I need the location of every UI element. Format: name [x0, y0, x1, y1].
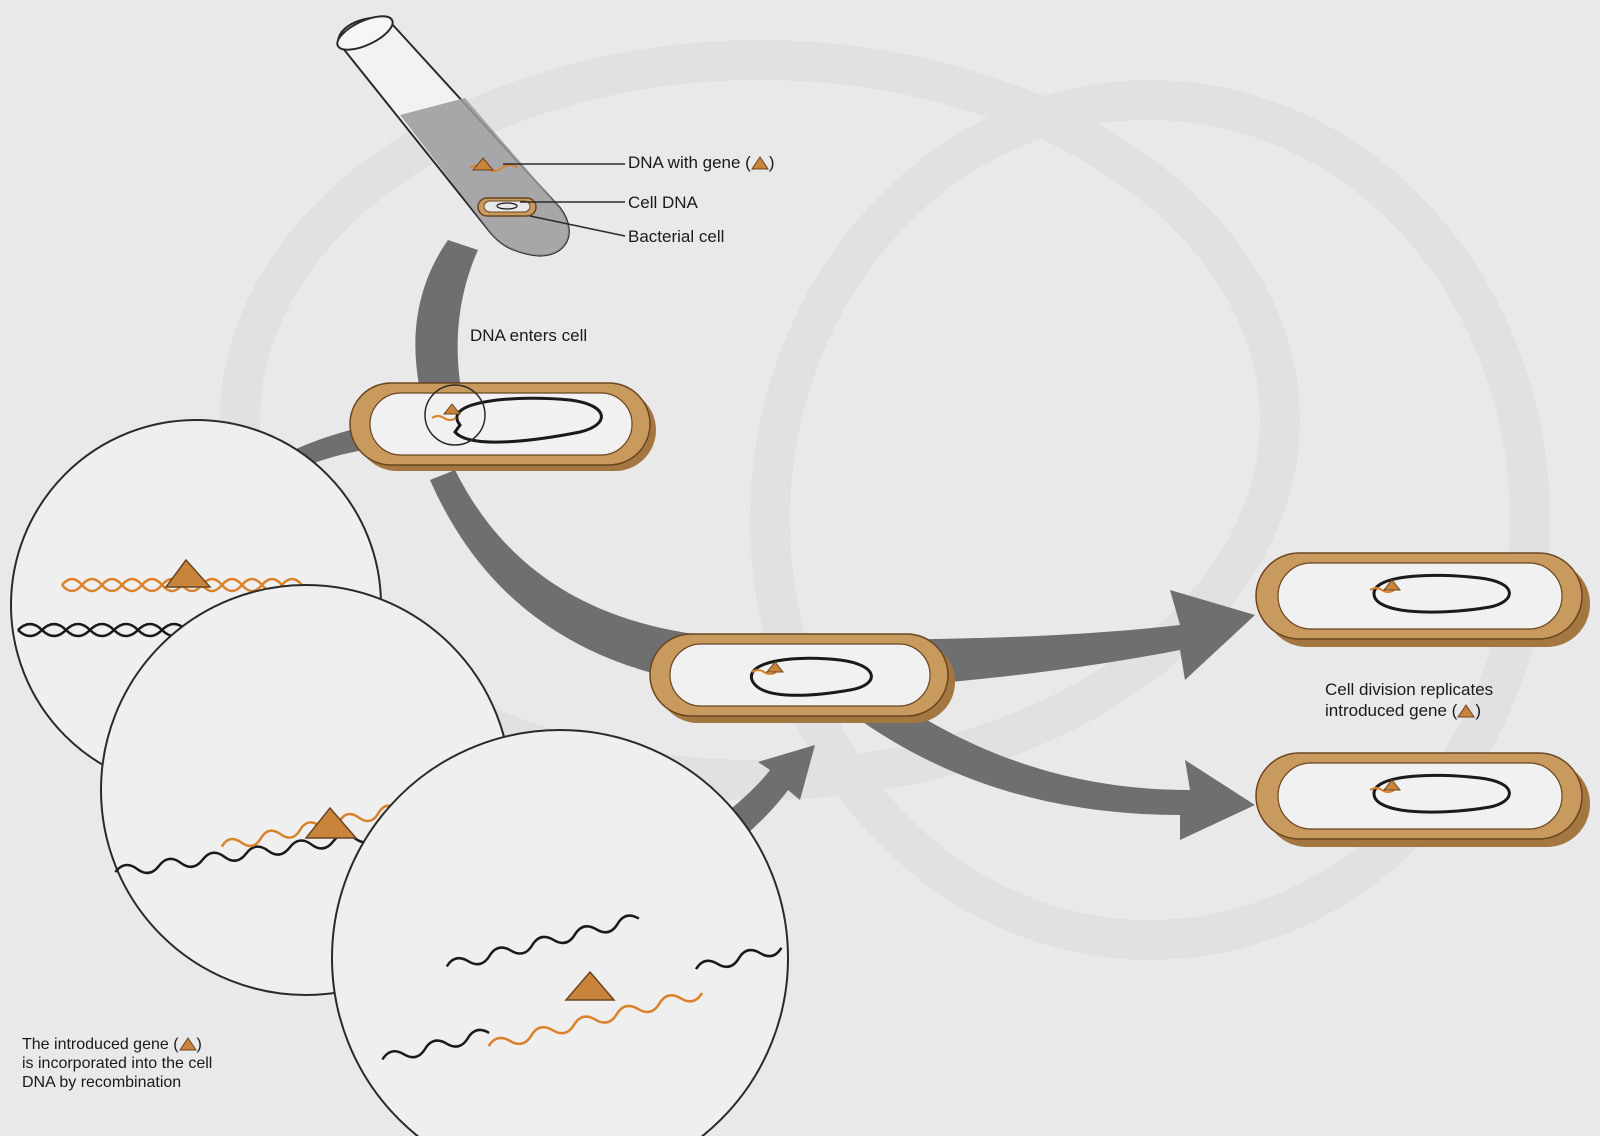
bacterial-cell-recombined [649, 633, 955, 723]
zoom-focus-circle [424, 384, 486, 446]
label-cell-dna: Cell DNA [628, 193, 698, 212]
triangle-icon [471, 157, 495, 171]
label-cell-division-line2-wrap: introduced gene () [1325, 700, 1493, 721]
triangle-icon [178, 1037, 197, 1051]
label-cell-division: Cell division replicates introduced gene… [1325, 679, 1493, 721]
daughter-cell-top [1255, 552, 1590, 647]
triangle-icon [1382, 579, 1402, 591]
label-introduced-line2: is incorporated into the cell [22, 1055, 213, 1072]
gene-dna-helix [220, 804, 399, 848]
daughter-cell-bottom [1255, 752, 1590, 847]
triangle-icon [442, 403, 462, 415]
label-dna-with-gene-close: ) [768, 153, 775, 172]
cell-dna-loop [750, 656, 873, 697]
label-introduced-line1: The introduced gene ( [22, 1036, 179, 1053]
label-introduced-close: ) [196, 1036, 202, 1053]
triangle-icon [765, 661, 785, 673]
arrow-tube-to-cell [415, 240, 478, 395]
cell-dna-loop [1372, 773, 1511, 814]
label-introduced-line3: DNA by recombination [22, 1074, 182, 1091]
label-dna-enters-cell: DNA enters cell [470, 326, 588, 345]
label-bacterial-cell: Bacterial cell [628, 227, 725, 246]
cell-dna-loop [453, 396, 603, 444]
cell-dna-loop [1372, 573, 1511, 614]
label-introduced-line1-wrap: The introduced gene () [22, 1035, 212, 1054]
triangle-icon [750, 156, 769, 170]
leader-lines [503, 163, 626, 237]
triangle-icon [1382, 779, 1402, 791]
zoom-circle-3 [331, 729, 789, 1136]
bacterial-cell-entry [349, 382, 656, 471]
background-swirls [220, 40, 1550, 960]
label-cell-division-line1: Cell division replicates [1325, 680, 1494, 699]
label-cell-division-close: ) [1475, 701, 1481, 720]
label-dna-with-gene-text: DNA with gene ( [628, 153, 751, 172]
tube-liquid [400, 98, 569, 256]
cell-dna-helix [445, 914, 640, 968]
test-tube [336, 15, 570, 257]
label-cell-division-line2: introduced gene ( [1325, 701, 1458, 720]
triangle-icon [164, 558, 212, 588]
arrow-main-sweep [430, 470, 1255, 690]
label-dna-with-gene: DNA with gene () [628, 152, 775, 173]
gene-dna-helix [487, 992, 704, 1047]
triangle-icon [304, 806, 358, 839]
triangle-icon [564, 970, 616, 1001]
label-introduced-gene: The introduced gene () is incorporated i… [22, 1035, 212, 1092]
arrow-lower-branch [860, 690, 1255, 840]
triangle-icon [1457, 704, 1476, 718]
